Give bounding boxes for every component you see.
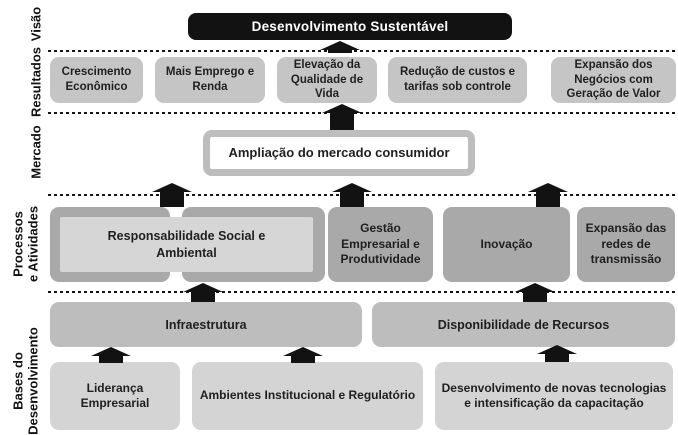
up-arrow-tecnologias-to-recursos-icon (537, 345, 577, 362)
vision-box-desenvolvimento-sustentavel: Desenvolvimento Sustentável (188, 13, 512, 40)
foundation-box-lideranca-empresarial: Liderança Empresarial (50, 362, 180, 430)
up-arrow-inovacao-to-market-icon (528, 183, 568, 207)
up-arrow-lideranca-to-infraestrutura-icon (91, 347, 131, 363)
foundation-box-ambientes-institucional-e-regulatorio: Ambientes Institucional e Regulatório (192, 362, 423, 430)
up-arrow-market-to-results-icon (322, 104, 362, 130)
market-box-label: Ampliação do mercado consumidor (210, 137, 468, 169)
foundation-box-disponibilidade-de-recursos: Disponibilidade de Recursos (372, 302, 675, 347)
process-box-responsabilidade-social-e-ambiental: Responsabilidade Social e Ambiental (60, 217, 313, 272)
up-arrow-to-vision-icon (320, 41, 360, 53)
up-arrow-ambientes-to-infraestrutura-icon (283, 347, 323, 363)
process-box-inovacao: Inovação (443, 207, 570, 282)
level-label-processos-e-atividades: Processos e Atividades (10, 205, 40, 283)
result-box-elevacao-da-qualidade-de-vida: Elevação da Qualidade de Vida (277, 57, 377, 103)
divider-resultados-mercado (48, 112, 676, 114)
foundation-box-infraestrutura: Infraestrutura (50, 302, 362, 347)
result-box-mais-emprego-e-renda: Mais Emprego e Renda (155, 57, 265, 103)
up-arrow-responsabilidade-to-market-icon (152, 183, 192, 207)
up-arrow-infraestrutura-to-processes-icon (183, 283, 223, 302)
result-box-crescimento-economico: Crescimento Econômico (50, 57, 143, 103)
result-box-expansao-dos-negocios: Expansão dos Negócios com Geração de Val… (551, 57, 676, 103)
process-box-gestao-empresarial-e-produtividade: Gestão Empresarial e Produtividade (328, 207, 433, 282)
up-arrow-gestao-to-market-icon (332, 183, 372, 207)
divider-visao-resultados (48, 50, 676, 52)
level-label-bases-do-desenvolvimento: Bases do Desenvolvimento (10, 327, 40, 435)
process-box-expansao-das-redes-de-transmissao: Expansão das redes de transmissão (577, 207, 675, 282)
level-label-visao: Visão (28, 6, 44, 42)
foundation-box-desenvolvimento-de-novas-tecnologias: Desenvolvimento de novas tecnologias e i… (435, 362, 673, 430)
level-label-resultados: Resultados (28, 46, 44, 118)
up-arrow-recursos-to-processes-icon (515, 283, 555, 302)
market-box-ampliacao-do-mercado-consumidor: Ampliação do mercado consumidor (203, 130, 475, 176)
level-label-mercado: Mercado (28, 125, 44, 179)
divider-processos-bases (48, 291, 676, 293)
result-box-reducao-de-custos: Redução de custos e tarifas sob controle (388, 57, 527, 103)
